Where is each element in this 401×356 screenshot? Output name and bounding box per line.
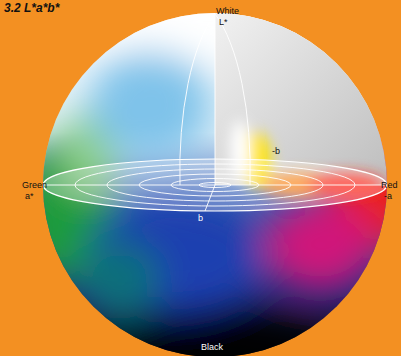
axis-label: -b — [272, 146, 280, 156]
axis-label: b — [198, 213, 203, 223]
axis-label: a* — [25, 191, 34, 201]
axis-label: L* — [219, 17, 228, 27]
figure-title: 3.2 L*a*b* — [4, 1, 59, 15]
pole-label: Green — [22, 180, 47, 190]
pole-label: Red — [381, 180, 398, 190]
pole-label: Black — [201, 342, 223, 352]
axis-label: -a — [384, 191, 392, 201]
pole-label: White — [216, 6, 239, 16]
